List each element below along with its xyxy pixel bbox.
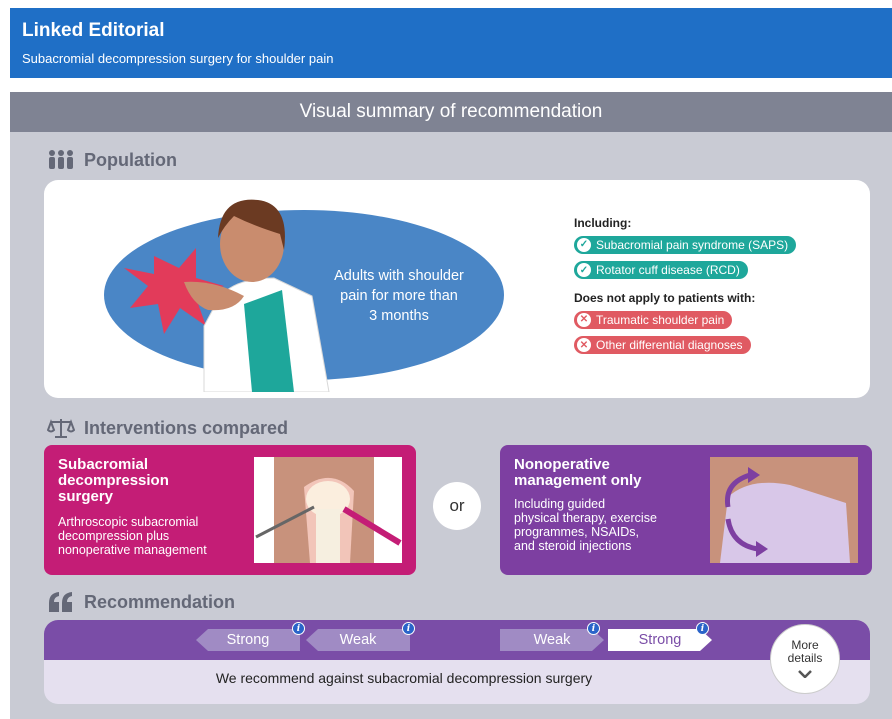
surgery-title-line-2: decompression [58,472,169,489]
include-saps-label: Subacromial pain syndrome (SAPS) [596,237,789,252]
surgery-desc-line-1: Arthroscopic subacromial [58,515,199,529]
visual-summary-panel: Visual summary of recommendation Populat… [10,92,892,719]
interventions-heading: Interventions compared [46,416,288,440]
population-heading: Population [46,148,177,172]
surgery-card: Subacromial decompression surgery Arthro… [44,445,416,575]
strong-against-option[interactable]: Strong [196,629,300,651]
weak-against-option[interactable]: Weak [306,629,410,651]
strong-for-label: Strong [638,632,682,648]
include-pill-rcd: ✓ Rotator cuff disease (RCD) [574,261,748,279]
editorial-header[interactable]: Linked Editorial Subacromial decompressi… [10,8,892,78]
excluding-label: Does not apply to patients with: [574,291,756,305]
strong-against-label: Strong [226,632,270,648]
surgery-title: Subacromial decompression surgery [58,457,238,505]
nonop-desc-line-2: physical therapy, exercise [514,511,657,525]
more-details-line-1: More [791,638,819,652]
exclude-pill-differential: ✕ Other differential diagnoses [574,336,751,354]
info-icon[interactable]: i [696,622,709,635]
population-desc-line-3: 3 months [369,308,429,324]
population-criteria: Including: ✓ Subacromial pain syndrome (S… [574,216,864,360]
surgery-desc-line-3: nonoperative management [58,543,207,557]
recommendation-heading-label: Recommendation [84,591,236,612]
population-desc-line-2: pain for more than [340,288,458,304]
population-desc-line-1: Adults with shoulder [334,268,464,284]
surgery-description: Arthroscopic subacromial decompression p… [58,515,258,557]
weak-for-option[interactable]: Weak [500,629,604,651]
nonop-title-line-1: Nonoperative [514,456,610,473]
exclude-differential-label: Other differential diagnoses [596,338,743,352]
scales-icon [46,416,76,440]
people-icon [46,148,76,172]
including-label: Including: [574,216,632,230]
quote-icon [46,590,76,614]
recommendation-strength-scale: Strong i Weak i Weak i Strong i [44,620,870,660]
recommendation-box: Strong i Weak i Weak i Strong i We recom… [44,620,870,704]
x-icon: ✕ [577,338,591,352]
x-icon: ✕ [577,312,591,327]
shoulder-pain-illustration [124,199,330,392]
chevron-down-icon [771,668,839,681]
info-icon[interactable]: i [587,622,600,635]
info-icon[interactable]: i [402,622,415,635]
nonop-illustration [710,457,858,563]
more-details-button[interactable]: More details [770,624,840,694]
header-subtitle[interactable]: Subacromial decompression surgery for sh… [22,51,334,66]
population-heading-label: Population [84,149,177,170]
include-rcd-label: Rotator cuff disease (RCD) [596,263,740,277]
nonoperative-card: Nonoperative management only Including g… [500,445,872,575]
nonop-desc-line-3: programmes, NSAIDs, [514,525,640,539]
exclude-traumatic-label: Traumatic shoulder pain [596,312,725,327]
nonop-description: Including guided physical therapy, exerc… [514,497,714,553]
recommendation-statement: We recommend against subacromial decompr… [215,670,593,686]
surgery-illustration [254,457,402,563]
nonop-desc-line-1: Including guided [514,497,606,511]
weak-for-label: Weak [533,632,571,648]
nonop-title-line-2: management only [514,472,642,489]
nonop-desc-line-4: and steroid injections [514,539,632,553]
strong-for-option[interactable]: Strong [608,629,712,651]
weak-against-label: Weak [339,632,377,648]
surgery-title-line-3: surgery [58,488,114,505]
surgery-desc-line-2: decompression plus [58,529,170,543]
check-icon: ✓ [577,237,591,252]
surgery-title-line-1: Subacromial [58,456,149,473]
header-title[interactable]: Linked Editorial [22,20,165,41]
exclude-pill-traumatic: ✕ Traumatic shoulder pain [574,310,733,329]
info-icon[interactable]: i [292,622,305,635]
population-card: Adults with shoulder pain for more than … [44,180,870,398]
include-pill-saps: ✓ Subacromial pain syndrome (SAPS) [574,235,797,254]
recommendation-heading: Recommendation [46,590,235,614]
population-description: Adults with shoulder pain for more than … [309,266,489,326]
nonop-title: Nonoperative management only [514,457,694,489]
check-icon: ✓ [577,263,591,277]
more-details-line-2: details [787,651,823,665]
interventions-heading-label: Interventions compared [84,417,289,438]
panel-title: Visual summary of recommendation [10,92,892,132]
or-divider: or [433,482,481,530]
